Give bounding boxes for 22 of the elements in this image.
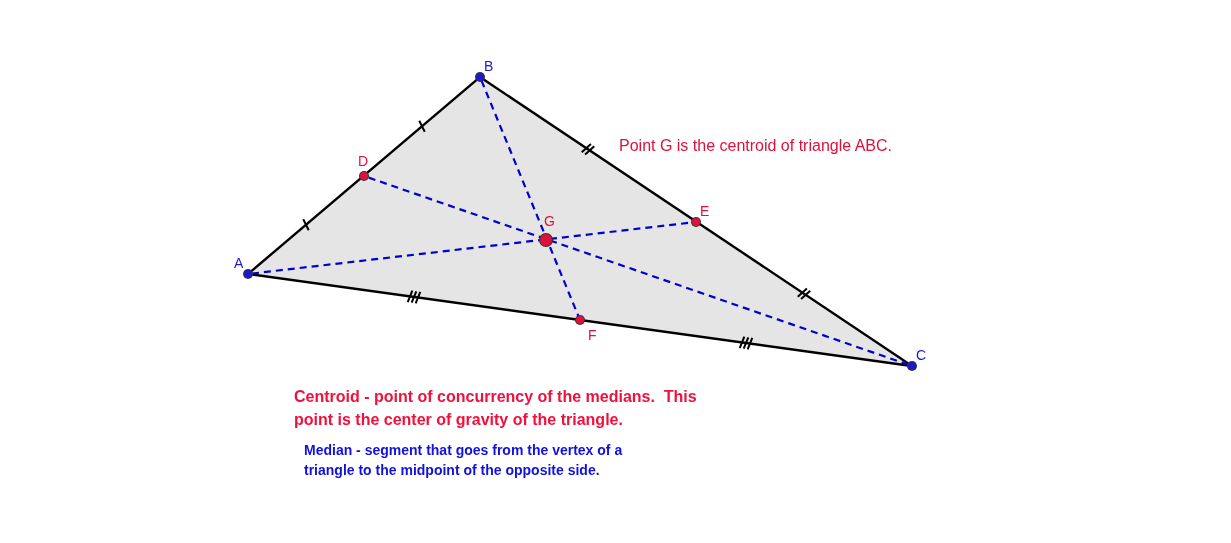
point-marker (360, 172, 368, 180)
point-label: B (484, 59, 494, 73)
point-marker (244, 270, 252, 278)
point-label: A (234, 256, 244, 270)
point-label: D (358, 154, 369, 168)
median-line (480, 80, 580, 317)
triangle-side (250, 78, 478, 273)
point-marker (576, 316, 584, 324)
triangle-side (482, 78, 910, 365)
definition-text: Centroid - point of concurrency of the medians. This point is the center of gravity of the triangle. (294, 387, 698, 431)
point-marker (540, 234, 552, 246)
median-line (367, 176, 909, 366)
note-text: Point G is the centroid of triangle ABC. (619, 136, 894, 156)
point-marker (908, 362, 916, 370)
point-marker (476, 73, 484, 81)
triangle-side (251, 273, 909, 367)
point-marker (692, 218, 700, 226)
point-label: C (916, 348, 927, 362)
point-label: F (588, 328, 597, 342)
definition-text: Median - segment that goes from the vertex of a triangle to the midpoint of the opposite side. (304, 441, 624, 481)
point-label: G (544, 214, 555, 228)
point-label: E (700, 204, 710, 218)
